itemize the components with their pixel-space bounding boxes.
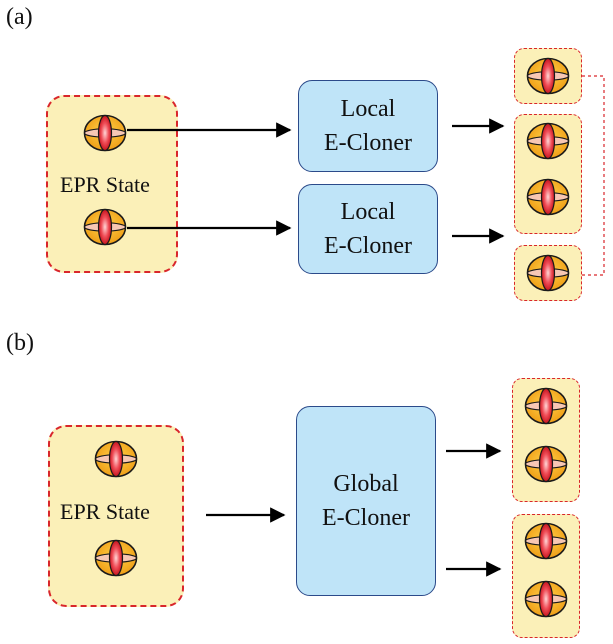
cloner-label-line2: E-Cloner <box>322 505 410 531</box>
local-cloner-top: Local E-Cloner <box>298 80 438 172</box>
cloner-label-line1: Local <box>340 199 396 225</box>
entanglement-link <box>582 75 605 276</box>
panel-label-b: (b) <box>6 330 34 356</box>
cloner-label-line2: E-Cloner <box>324 233 412 259</box>
epr-state-label: EPR State <box>60 499 150 524</box>
cloner-label-line1: Global <box>333 471 399 497</box>
cloner-label-line2: E-Cloner <box>324 130 412 156</box>
local-cloner-bottom: Local E-Cloner <box>298 184 438 274</box>
global-cloner: Global E-Cloner <box>296 406 436 596</box>
epr-state-label: EPR State <box>60 172 150 197</box>
cloner-label-line1: Local <box>340 96 396 122</box>
panel-label-a: (a) <box>6 4 33 30</box>
